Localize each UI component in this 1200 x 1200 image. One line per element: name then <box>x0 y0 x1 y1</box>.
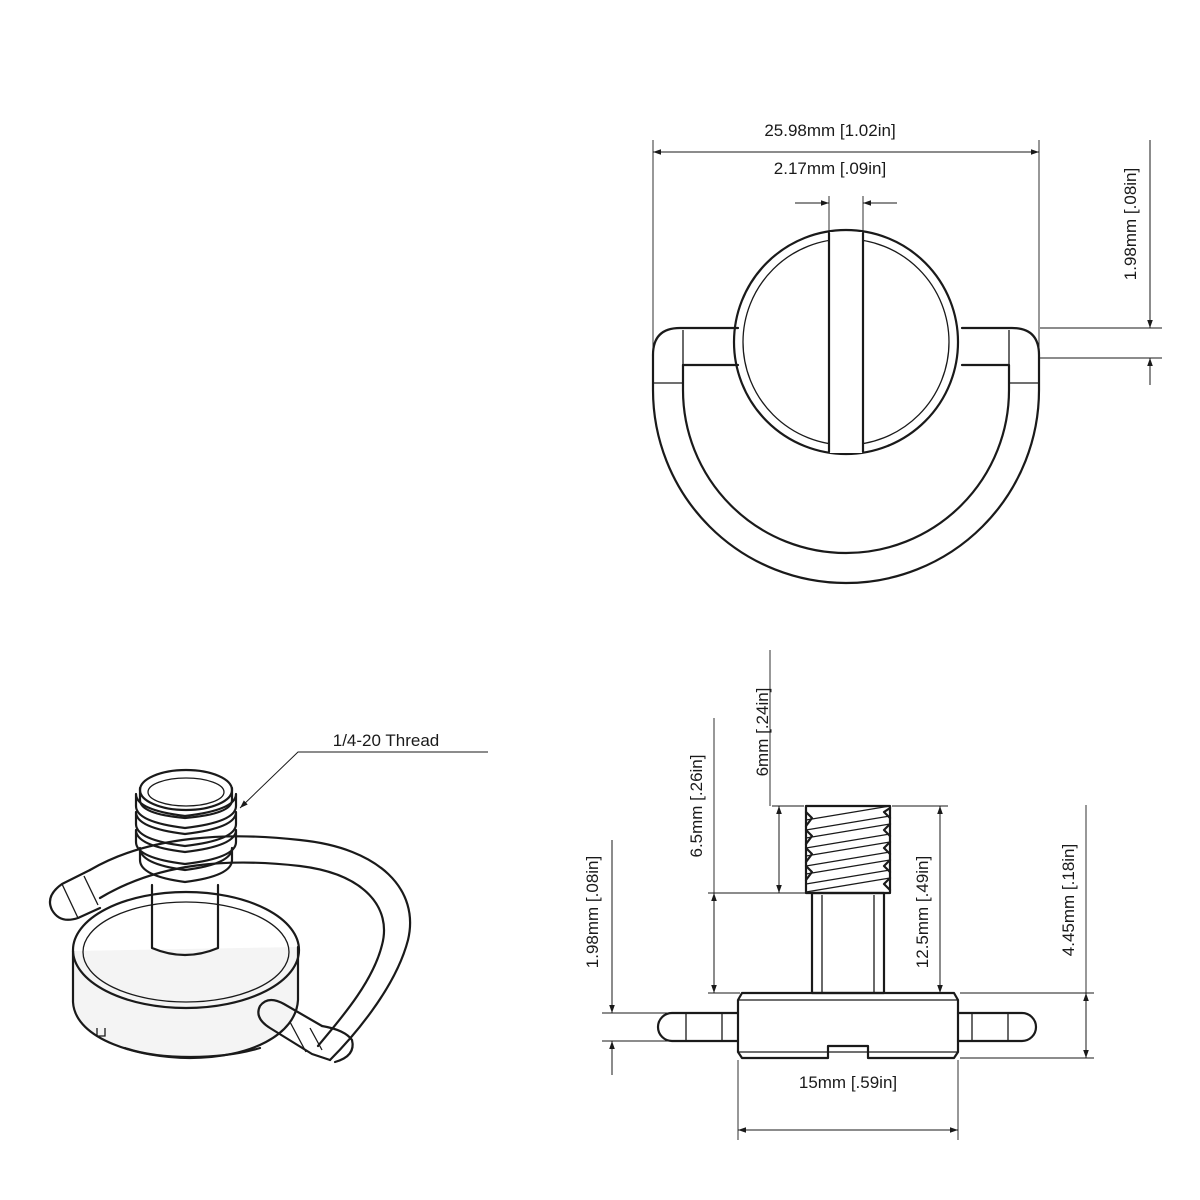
head-height-label: 4.45mm [.18in] <box>1059 844 1078 956</box>
side-pin-left <box>656 1011 740 1043</box>
iso-head-top <box>71 890 301 1010</box>
side-head <box>736 991 960 1060</box>
total-height-label: 12.5mm [.49in] <box>913 856 932 968</box>
screw-head <box>732 228 960 456</box>
iso-thread-tip <box>138 768 234 812</box>
slot-width-label: 2.17mm [.09in] <box>774 159 886 178</box>
ring-thickness-label: 1.98mm [.08in] <box>1121 168 1140 280</box>
iso-thread <box>134 768 238 884</box>
d-ring-inner <box>681 363 1011 555</box>
iso-shank <box>150 883 220 957</box>
side-pin-right <box>956 1011 1038 1043</box>
head-diameter-label: 15mm [.59in] <box>799 1073 897 1092</box>
iso-ring-inner <box>98 861 386 1048</box>
d-ring-outer-left-top <box>651 326 740 357</box>
side-shank <box>810 891 886 995</box>
thread-length-label: 6mm [.24in] <box>753 688 772 777</box>
shank-length-label: 6.5mm [.26in] <box>687 755 706 858</box>
d-ring-outer <box>651 326 1041 585</box>
iso-ring-stub-left <box>48 868 102 921</box>
iso-ring-stub-right <box>257 998 332 1062</box>
side-view: 6mm [.24in] 6.5mm [.26in] 12.5mm [.49in]… <box>583 650 1094 1140</box>
iso-ring-outer <box>88 835 412 1062</box>
iso-view: 1/4-20 Thread <box>48 731 488 1064</box>
thread-callout-label: 1/4-20 Thread <box>333 731 439 750</box>
side-ring-thickness-label: 1.98mm [.08in] <box>583 856 602 968</box>
overall-width-label: 25.98mm [1.02in] <box>764 121 895 140</box>
side-thread <box>804 804 892 895</box>
iso-head-chamfer <box>82 901 290 1003</box>
top-view: 25.98mm [1.02in] 2.17mm [.09in] 1.98mm [… <box>651 121 1162 585</box>
